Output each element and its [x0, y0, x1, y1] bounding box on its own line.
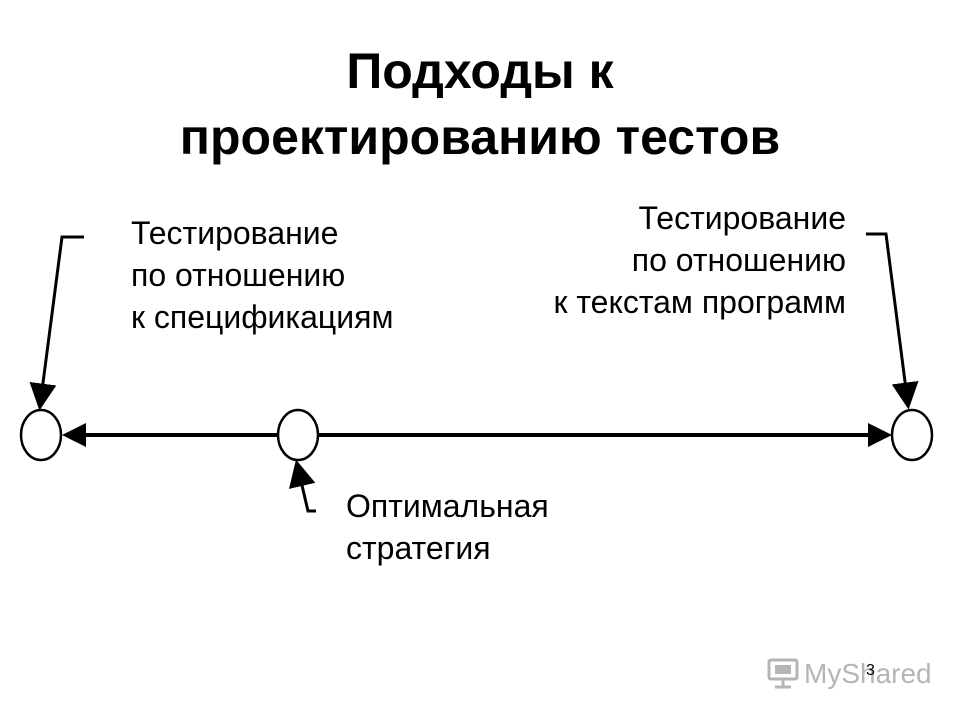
- page-number: 3: [866, 662, 875, 679]
- pointer-right: [866, 232, 919, 410]
- myshared-watermark: MyShared: [766, 656, 936, 692]
- node-middle: [276, 408, 320, 462]
- node-right: [890, 408, 934, 462]
- pointer-left: [29, 235, 84, 411]
- label-optimal-strategy: Оптимальная стратегия: [346, 485, 549, 569]
- presentation-logo-icon: [767, 658, 799, 689]
- left-label-line-1: Тестирование: [131, 215, 339, 251]
- right-label-line-3: к текстам программ: [553, 284, 846, 320]
- left-label-line-2: по отношению: [131, 257, 346, 293]
- left-label-line-3: к спецификациям: [131, 299, 394, 335]
- right-label-line-1: Тестирование: [638, 200, 846, 236]
- bottom-label-line-1: Оптимальная: [346, 488, 549, 524]
- title-line-2: проектированию тестов: [179, 109, 781, 165]
- slide-title: Подходы к проектированию тестов: [0, 38, 960, 170]
- title-line-1: Подходы к: [346, 43, 614, 99]
- watermark-text: MyShared: [804, 658, 932, 689]
- label-code-testing: Тестирование по отношению к текстам прог…: [553, 197, 846, 323]
- pointer-middle: [288, 459, 316, 513]
- bottom-label-line-2: стратегия: [346, 530, 491, 566]
- right-label-line-2: по отношению: [631, 242, 846, 278]
- label-specification-testing: Тестирование по отношению к спецификация…: [131, 212, 393, 338]
- node-left: [19, 408, 63, 462]
